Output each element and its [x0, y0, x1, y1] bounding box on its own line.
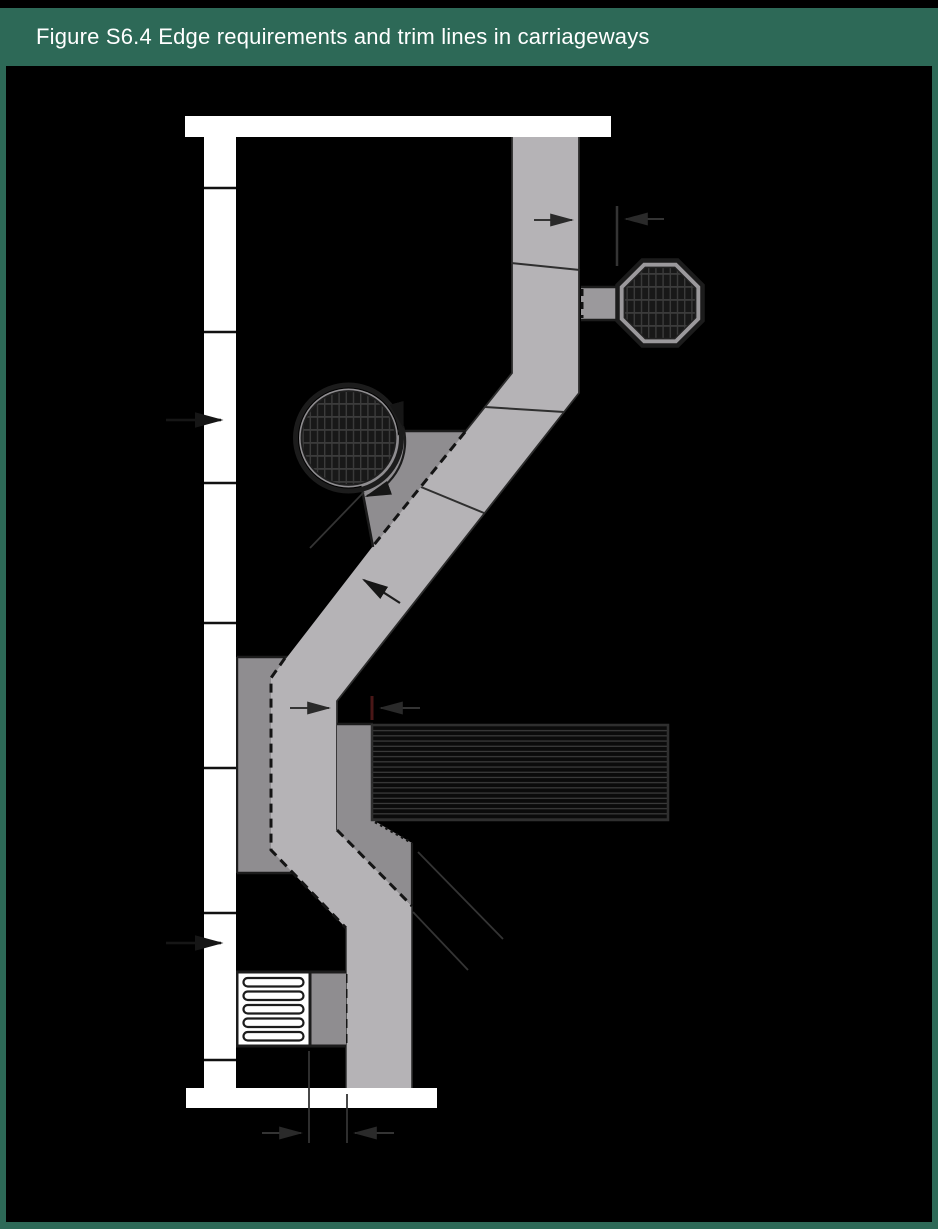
trim-dashed-line: [335, 828, 414, 908]
leader-to-dashed-line: [412, 911, 469, 971]
gully-grating: [235, 970, 346, 1048]
dimension-mid: [290, 696, 420, 720]
bay-joint-seam: [484, 406, 565, 413]
gully-surround-edges: [309, 970, 346, 1048]
top-footway-bar: [185, 116, 611, 137]
chamber-surround-left-edge: [360, 488, 375, 548]
trench-surround-fill: [337, 724, 412, 906]
chamber-cover-hatch: [300, 390, 397, 486]
carriageway-left-edge: [464, 134, 513, 433]
kerb-joints: [204, 186, 236, 1062]
inspection-chamber-circle: [293, 382, 404, 494]
diagram-canvas: [6, 66, 932, 1222]
leader-lines: [166, 412, 504, 971]
around-chamber-arrow: [364, 400, 407, 498]
bay-joint-seam: [420, 486, 485, 514]
service-trench-hatch: [370, 723, 670, 822]
leader-to-chamber: [309, 491, 365, 549]
bottom-footway-bar: [186, 1088, 437, 1108]
service-trench: [370, 723, 670, 822]
gully-surround-block: [309, 972, 346, 1046]
grating-slot: [242, 1017, 305, 1029]
leader-to-dotted-line: [417, 851, 504, 940]
kerb-strip: [204, 137, 236, 1088]
octagon-chamber-cover-hatch: [623, 266, 697, 340]
dimension-top: [534, 206, 664, 266]
grating-slot: [242, 990, 305, 1002]
figure-title-bar: Figure S6.4 Edge requirements and trim l…: [0, 8, 938, 66]
grating-slot: [242, 1030, 305, 1042]
grating-slot: [242, 976, 305, 988]
grating-slot: [242, 1003, 305, 1015]
trim-dotted-line: [374, 820, 413, 845]
chamber-stub: [581, 287, 619, 320]
kerb-and-footway: [185, 116, 611, 1108]
bay-joint-seam: [510, 262, 581, 271]
trim-dashed-line: [269, 657, 348, 930]
top-black-strip: [0, 0, 938, 8]
dimension-bottom: [262, 1051, 394, 1143]
edge-pointer-arrow: [361, 578, 401, 604]
carriageway-surface: [271, 134, 579, 1088]
trench-surround-patch: [337, 722, 414, 906]
trim-dashed-line: [371, 431, 467, 547]
chamber-stub-edges: [581, 285, 619, 322]
octagonal-chamber: [580, 258, 705, 348]
carriageway-band: [271, 134, 581, 1088]
figure-title: Figure S6.4 Edge requirements and trim l…: [36, 24, 650, 49]
